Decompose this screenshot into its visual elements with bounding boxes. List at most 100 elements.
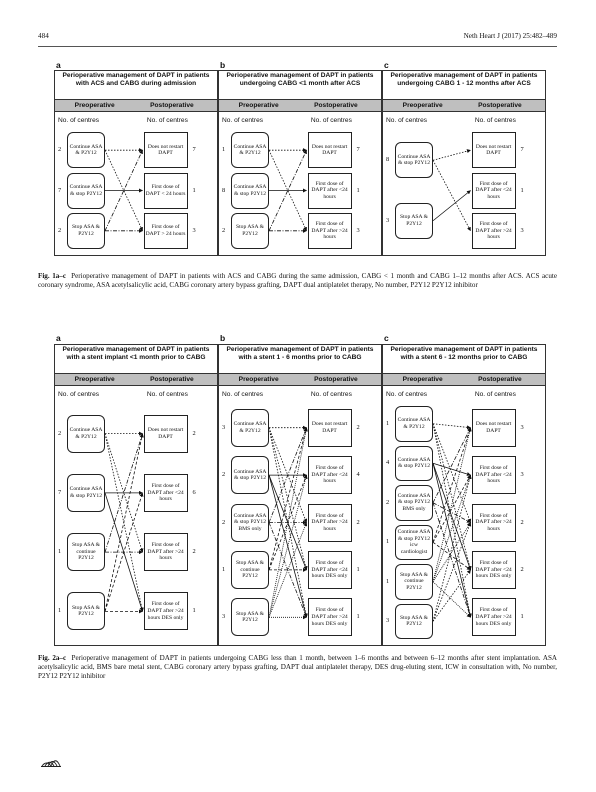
- flow-arrows: [104, 431, 144, 614]
- pre-centre-count: 2: [222, 226, 226, 234]
- flow-arrows: [268, 425, 308, 620]
- no-of-centres-left: No. of centres: [222, 117, 264, 124]
- header-rule: [38, 46, 557, 47]
- post-centre-count: 2: [356, 518, 360, 526]
- pre-option-box: Continue ASA & stop P2Y12: [395, 445, 433, 481]
- flow-arrows: [432, 423, 472, 622]
- post-option-box: First dose of DAPT after >24 hours: [471, 503, 516, 542]
- post-option-box: First dose of DAPT < 24 hours: [143, 172, 188, 209]
- pre-centre-count: 2: [58, 429, 62, 437]
- post-centre-count: 3: [520, 423, 524, 431]
- post-centre-count: 3: [520, 226, 524, 234]
- pre-option-box: Continue ASA & P2Y12: [395, 406, 433, 442]
- panel-letter: c: [384, 60, 389, 70]
- pre-option-box: Continue ASA & stop P2Y12 BMS only: [395, 485, 433, 521]
- post-option-box: First dose of DAPT after >24 hours DES o…: [307, 598, 352, 637]
- post-centre-count: 1: [356, 613, 360, 621]
- post-centre-count: 1: [356, 186, 360, 194]
- flow-arrow: [268, 522, 308, 618]
- pre-option-box: Continue ASA & stop P2Y12: [67, 473, 105, 512]
- pre-centre-count: 3: [386, 216, 390, 224]
- post-option-box: Does not restart DAPT: [307, 408, 352, 447]
- figure-1-caption-label: Fig. 1a–c: [38, 272, 66, 280]
- post-centre-count: 1: [192, 186, 196, 194]
- panel-letter: a: [56, 60, 61, 70]
- figure-1-caption-text: Perioperative management of DAPT in pati…: [38, 272, 557, 290]
- panel-letter: a: [56, 333, 61, 343]
- pre-centre-count: 2: [222, 471, 226, 479]
- flow-arrow: [104, 433, 144, 612]
- post-centre-count: 7: [356, 146, 360, 154]
- panel-letter: c: [384, 333, 389, 343]
- no-of-centres-right: No. of centres: [146, 117, 188, 124]
- no-of-centres-right: No. of centres: [310, 117, 352, 124]
- flow-arrow: [432, 427, 472, 543]
- post-option-box: First dose of DAPT after <24 hours DES o…: [471, 550, 516, 589]
- flow-arrow: [432, 474, 472, 622]
- pre-option-box: Continue ASA & P2Y12: [231, 408, 269, 447]
- pre-option-box: Stop ASA & continue P2Y12: [231, 550, 269, 589]
- flow-arrow: [432, 149, 471, 161]
- figure-2-caption: Fig. 2a–c Perioperative management of DA…: [38, 654, 557, 682]
- flowchart-panel-a: Perioperative management of DAPT in pati…: [54, 344, 218, 646]
- flow-arrow: [432, 502, 471, 523]
- pre-centre-count: 7: [58, 186, 62, 194]
- post-option-box: First dose of DAPT after <24 hours: [307, 456, 352, 495]
- flow-arrow: [104, 492, 144, 612]
- flow-arrow: [104, 433, 144, 553]
- post-centre-count: 1: [520, 613, 524, 621]
- flow-arrow: [432, 463, 472, 571]
- post-centre-count: 3: [520, 471, 524, 479]
- post-option-box: First dose of DAPT after <24 hours: [471, 172, 516, 209]
- pre-option-box: Continue ASA & P2Y12: [67, 414, 105, 453]
- pre-option-box: Stop ASA & P2Y12: [231, 598, 269, 637]
- post-centre-count: 1: [520, 186, 524, 194]
- post-centre-count: 4: [356, 471, 360, 479]
- post-option-box: First dose of DAPT after >24 hours: [143, 533, 188, 572]
- pre-centre-count: 8: [386, 156, 390, 164]
- pre-option-box: Stop ASA & continue P2Y12: [395, 564, 433, 600]
- running-header: Neth Heart J (2017) 25:482–489: [463, 32, 557, 40]
- flow-arrow: [268, 427, 308, 523]
- post-option-box: First dose of DAPT after >24 hours DES o…: [143, 592, 188, 631]
- flow-arrow: [432, 423, 472, 571]
- pre-centre-count: 1: [386, 577, 390, 585]
- pre-option-box: Continue ASA & stop P2Y12: [231, 172, 269, 209]
- post-option-box: First dose of DAPT after <24 hours: [143, 473, 188, 512]
- post-centre-count: 3: [192, 226, 196, 234]
- panel-title: Perioperative management of DAPT in pati…: [219, 71, 381, 100]
- flow-arrow: [268, 427, 308, 618]
- pre-option-box: Continue ASA & stop P2Y12: [67, 172, 105, 209]
- post-centre-count: 7: [192, 146, 196, 154]
- panel-title: Perioperative management of DAPT in pati…: [219, 345, 381, 374]
- pre-option-box: Continue ASA & P2Y12: [67, 132, 105, 169]
- panel-title: Perioperative management of DAPT in pati…: [383, 71, 545, 100]
- pre-option-box: Stop ASA & P2Y12: [67, 212, 105, 249]
- flow-arrow: [432, 427, 471, 503]
- post-option-box: First dose of DAPT after <24 hours: [307, 172, 352, 209]
- panel-title: Perioperative management of DAPT in pati…: [55, 345, 217, 374]
- figure-2-caption-label: Fig. 2a–c: [38, 654, 67, 662]
- figure-2-caption-text: Perioperative management of DAPT in pati…: [38, 654, 558, 681]
- pre-centre-count: 8: [222, 186, 226, 194]
- flow-arrow: [268, 474, 308, 618]
- pre-centre-count: 1: [222, 146, 226, 154]
- pre-option-box: Stop ASA & P2Y12: [67, 592, 105, 631]
- post-centre-count: 6: [192, 488, 196, 496]
- pre-centre-count: 4: [386, 459, 390, 467]
- no-of-centres-right: No. of centres: [310, 391, 352, 398]
- flowchart-panel-b: Perioperative management of DAPT in pati…: [218, 70, 382, 256]
- post-option-box: Does not restart DAPT: [307, 132, 352, 169]
- postoperative-label: Postoperative: [478, 102, 522, 109]
- flowchart-panel-c: Perioperative management of DAPT in pati…: [382, 344, 546, 646]
- page-number: 484: [38, 32, 49, 40]
- post-option-box: Does not restart DAPT: [143, 132, 188, 169]
- pre-option-box: Stop ASA & P2Y12: [395, 202, 433, 239]
- post-option-box: Does not restart DAPT: [471, 132, 516, 169]
- postoperative-label: Postoperative: [478, 376, 522, 383]
- post-option-box: First dose of DAPT after >24 hours: [307, 503, 352, 542]
- post-centre-count: 2: [192, 548, 196, 556]
- post-option-box: First dose of DAPT > 24 hours: [143, 212, 188, 249]
